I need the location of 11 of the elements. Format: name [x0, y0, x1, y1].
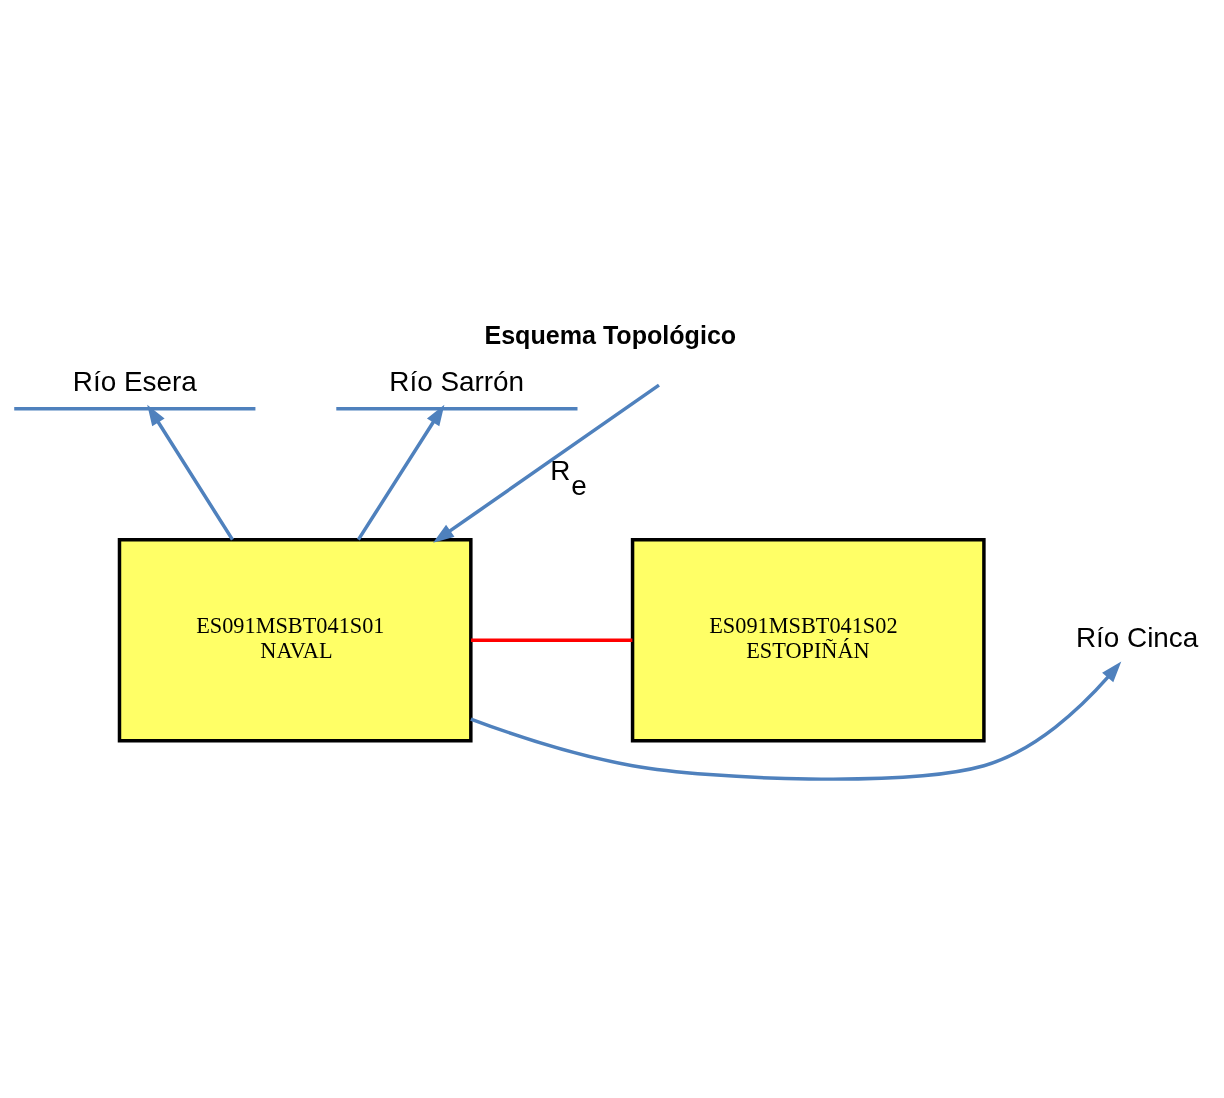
arrow: [470, 661, 1122, 781]
arrow: [356, 404, 445, 541]
connector: [471, 638, 633, 642]
node-box: ES091MSBT041S02 ESTOPIÑÁN: [630, 537, 986, 742]
node-text: Río Cinca: [1075, 621, 1199, 653]
node-text: Río Esera: [72, 365, 197, 397]
arrow: [433, 383, 660, 543]
node-box: ES091MSBT041S01 NAVAL: [117, 537, 473, 742]
node-text: Río Sarrón: [389, 365, 525, 397]
arrow: [147, 404, 234, 541]
diagram-title: Esquema Topológico: [484, 320, 737, 349]
